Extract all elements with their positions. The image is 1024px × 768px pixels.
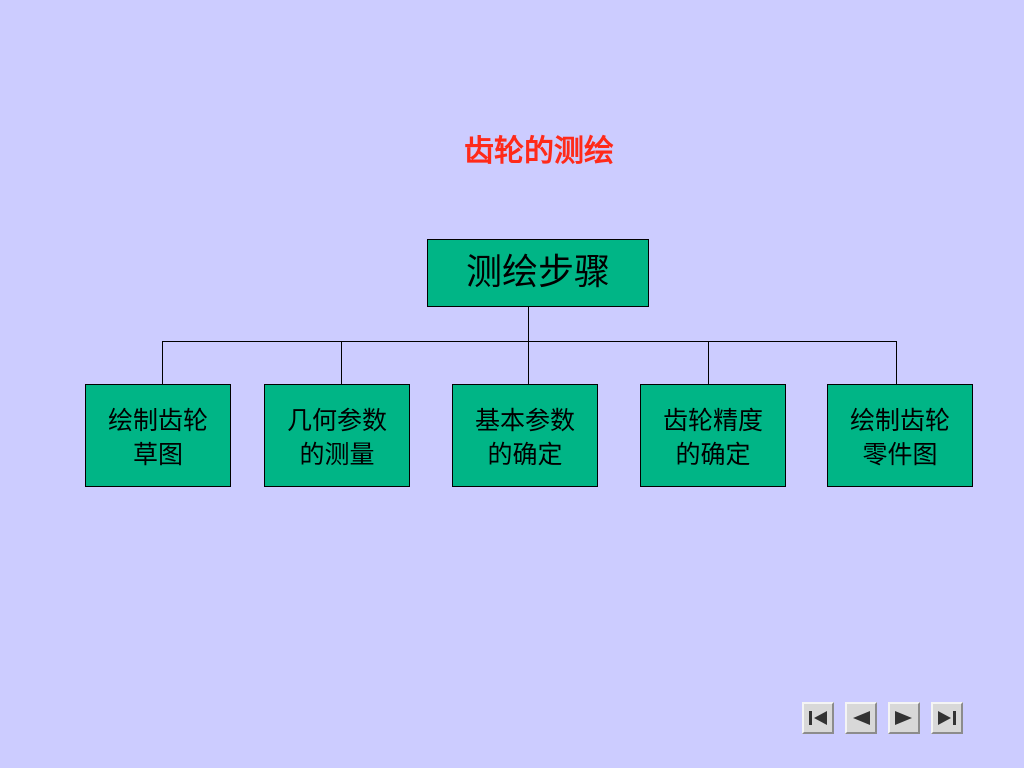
child-connector-5 xyxy=(896,341,897,384)
child-connector-4 xyxy=(708,341,709,384)
child-node-label: 齿轮精度 的确定 xyxy=(662,405,763,469)
horizontal-connector xyxy=(162,341,896,342)
slide-title: 齿轮的测绘 xyxy=(464,134,614,169)
child-node-parameters: 基本参数 的确定 xyxy=(452,384,598,487)
first-slide-button[interactable] xyxy=(802,702,834,734)
child-node-sketch: 绘制齿轮 草图 xyxy=(85,384,231,487)
child-node-label: 基本参数 的确定 xyxy=(474,405,575,469)
child-node-part-drawing: 绘制齿轮 零件图 xyxy=(827,384,973,487)
previous-slide-button[interactable] xyxy=(845,702,877,734)
next-slide-button[interactable] xyxy=(888,702,920,734)
child-connector-2 xyxy=(341,341,342,384)
root-connector xyxy=(528,307,529,341)
first-slide-icon xyxy=(807,709,829,727)
last-slide-icon xyxy=(936,709,958,727)
child-node-label: 绘制齿轮 草图 xyxy=(107,405,208,469)
child-connector-1 xyxy=(162,341,163,384)
child-node-label: 绘制齿轮 零件图 xyxy=(849,405,950,469)
child-connector-3 xyxy=(528,341,529,384)
root-node: 测绘步骤 xyxy=(427,239,649,307)
previous-slide-icon xyxy=(850,709,872,727)
next-slide-icon xyxy=(893,709,915,727)
child-node-label: 几何参数 的测量 xyxy=(286,405,387,469)
child-node-precision: 齿轮精度 的确定 xyxy=(640,384,786,487)
slide-navigation xyxy=(802,702,974,734)
child-node-geometry: 几何参数 的测量 xyxy=(264,384,410,487)
last-slide-button[interactable] xyxy=(931,702,963,734)
root-node-label: 测绘步骤 xyxy=(465,252,610,293)
